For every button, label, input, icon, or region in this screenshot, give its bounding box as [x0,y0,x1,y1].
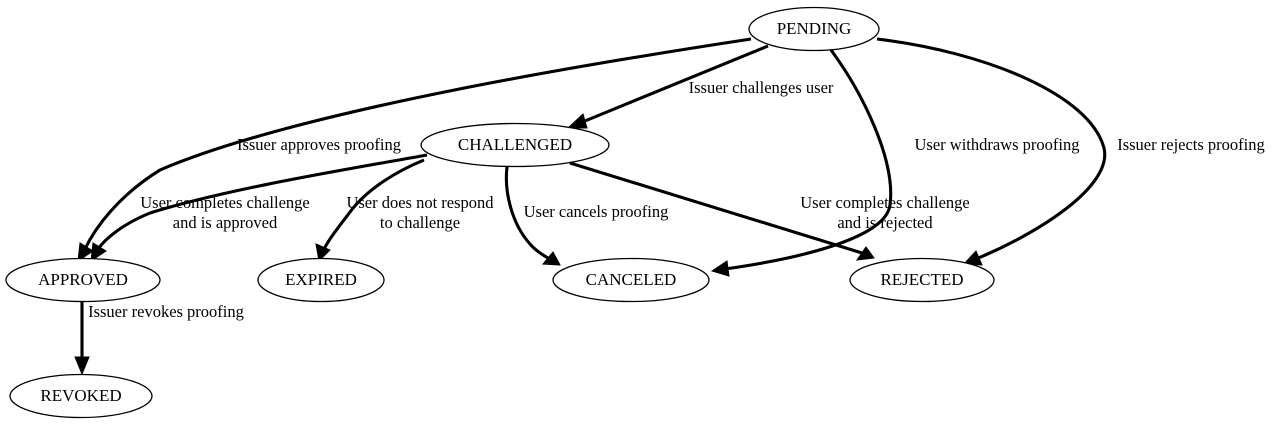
arrowhead-challenged-canceled [541,251,561,266]
node-ellipse-revoked[interactable] [9,373,153,419]
node-label-expired: EXPIRED [285,270,357,289]
node-ellipse-approved[interactable] [5,257,161,303]
edge-pending-to-challenged: Issuer challenges user [566,44,834,129]
node-approved[interactable]: APPROVED [5,257,161,303]
edge-label-challenged-approved-line1: User completes challenge [140,193,310,212]
edge-label-pending-challenged: Issuer challenges user [689,78,834,97]
edge-path-challenged-rejected [569,161,863,255]
node-ellipse-expired[interactable] [257,257,385,303]
edge-label-approved-revoked: Issuer revokes proofing [88,302,244,321]
node-label-pending: PENDING [777,19,852,38]
edge-path-pending-canceled [724,49,893,271]
edge-label-challenged-approved-line2: and is approved [173,213,278,232]
node-label-rejected: REJECTED [880,270,963,289]
arrowhead-challenged-expired [315,243,331,263]
arrowhead-challenged-rejected [855,246,875,261]
edge-label-pending-rejected: Issuer rejects proofing [1117,135,1265,154]
node-pending[interactable]: PENDING [748,6,880,52]
node-canceled[interactable]: CANCELED [552,257,710,303]
node-challenged[interactable]: CHALLENGED [420,122,610,168]
edge-label-pending-canceled: User withdraws proofing [915,135,1080,154]
edge-label-challenged-rejected-line2: and is rejected [837,213,933,232]
edge-path-challenged-expired [322,158,425,250]
edge-approved-to-revoked: Issuer revokes proofing [74,302,244,376]
edge-pending-to-approved: Issuer approves proofing [77,37,752,263]
node-ellipse-canceled[interactable] [552,257,710,303]
edge-challenged-to-expired: User does not respond to challenge [315,158,494,263]
arrowhead-pending-challenged [566,113,588,129]
node-rejected[interactable]: REJECTED [849,257,995,303]
edge-path-challenged-canceled [504,166,549,260]
edge-pending-to-canceled: User withdraws proofing [710,49,1080,277]
edge-label-challenged-canceled: User cancels proofing [524,202,669,221]
arrowhead-pending-approved [77,242,94,263]
edge-path-challenged-approved [96,153,428,250]
node-expired[interactable]: EXPIRED [257,257,385,303]
node-ellipse-rejected[interactable] [849,257,995,303]
edge-label-challenged-expired-line2: to challenge [380,213,460,232]
edge-label-pending-approved: Issuer approves proofing [237,135,401,154]
node-label-canceled: CANCELED [586,270,677,289]
node-label-challenged: CHALLENGED [458,135,572,154]
node-ellipse-pending[interactable] [748,6,880,52]
edge-challenged-to-approved: User completes challenge and is approved [90,153,428,263]
node-ellipse-challenged[interactable] [420,122,610,168]
edge-label-challenged-expired-line1: User does not respond [346,193,494,212]
arrowhead-pending-canceled [710,260,730,277]
arrowhead-challenged-approved [90,242,107,263]
arrowhead-approved-revoked [74,356,90,376]
node-revoked[interactable]: REVOKED [9,373,153,419]
edge-path-pending-approved [83,37,752,250]
node-label-revoked: REVOKED [40,386,121,405]
edge-challenged-to-canceled: User cancels proofing [504,166,669,266]
edge-path-pending-challenged [579,44,769,125]
edge-path-pending-rejected [876,37,1107,261]
edge-challenged-to-rejected: User completes challenge and is rejected [569,161,970,261]
edge-label-challenged-rejected-line1: User completes challenge [800,193,970,212]
node-label-approved: APPROVED [38,270,128,289]
